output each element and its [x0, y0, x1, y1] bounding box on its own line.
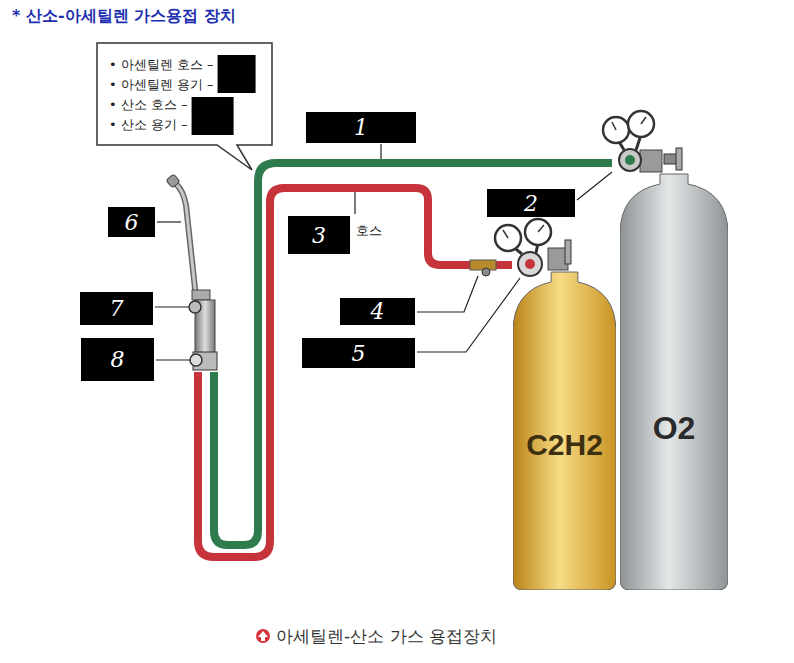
- acetylene-hose: [198, 188, 512, 557]
- callout-number-box: 6: [108, 207, 155, 237]
- callout-number: 5: [352, 341, 366, 366]
- callout-number-box: 1: [306, 112, 416, 143]
- callout-number: 4: [371, 299, 385, 324]
- oxygen-regulator: [603, 111, 682, 172]
- bullet-item: • 아센틸렌 호스 –: [109, 56, 214, 74]
- gas-formula: C2H2: [513, 428, 616, 462]
- callout-number-box: 2: [487, 189, 575, 217]
- bullet-item: • 아센틸렌 용기 –: [109, 76, 214, 94]
- callout-number: 2: [524, 191, 538, 216]
- callout-number: 7: [110, 296, 124, 321]
- callout-number: 1: [354, 115, 368, 140]
- caption-icon: [256, 629, 270, 643]
- callout-number: 6: [125, 210, 139, 235]
- bullet-item: • 산소 호스 –: [109, 96, 188, 114]
- gas-cylinder: O2: [620, 168, 728, 590]
- welding-torch: [166, 174, 217, 370]
- acetylene-regulator: [470, 219, 571, 276]
- bubble-shape: [97, 43, 272, 170]
- callout-number: 3: [312, 223, 326, 248]
- diagram-title: * 산소-아세틸렌 가스용접 장치: [12, 6, 236, 27]
- bullet-item: • 산소 용기 –: [109, 116, 188, 134]
- callout-number: 8: [111, 347, 125, 372]
- redaction-box: [192, 97, 234, 135]
- callout-bubble: • 아센틸렌 호스 – • 아센틸렌 용기 – • 산소 호스 – • 산소 용기 –: [97, 43, 272, 145]
- cylinder-body: [513, 272, 616, 590]
- part-label: 호스: [356, 222, 382, 240]
- redaction-box: [218, 55, 256, 93]
- cylinder-body: [620, 174, 728, 590]
- callout-number-box: 3: [288, 216, 350, 254]
- cylinder-outline: [620, 168, 728, 590]
- gas-cylinder: C2H2: [513, 268, 616, 590]
- callout-number-box: 5: [302, 338, 415, 368]
- callout-number-box: 8: [81, 338, 154, 381]
- diagram-caption: 아세틸렌-산소 가스 용접장치: [276, 625, 497, 648]
- callout-number-box: 4: [340, 298, 415, 325]
- callout-number-box: 7: [80, 292, 153, 325]
- gas-formula: O2: [620, 410, 728, 447]
